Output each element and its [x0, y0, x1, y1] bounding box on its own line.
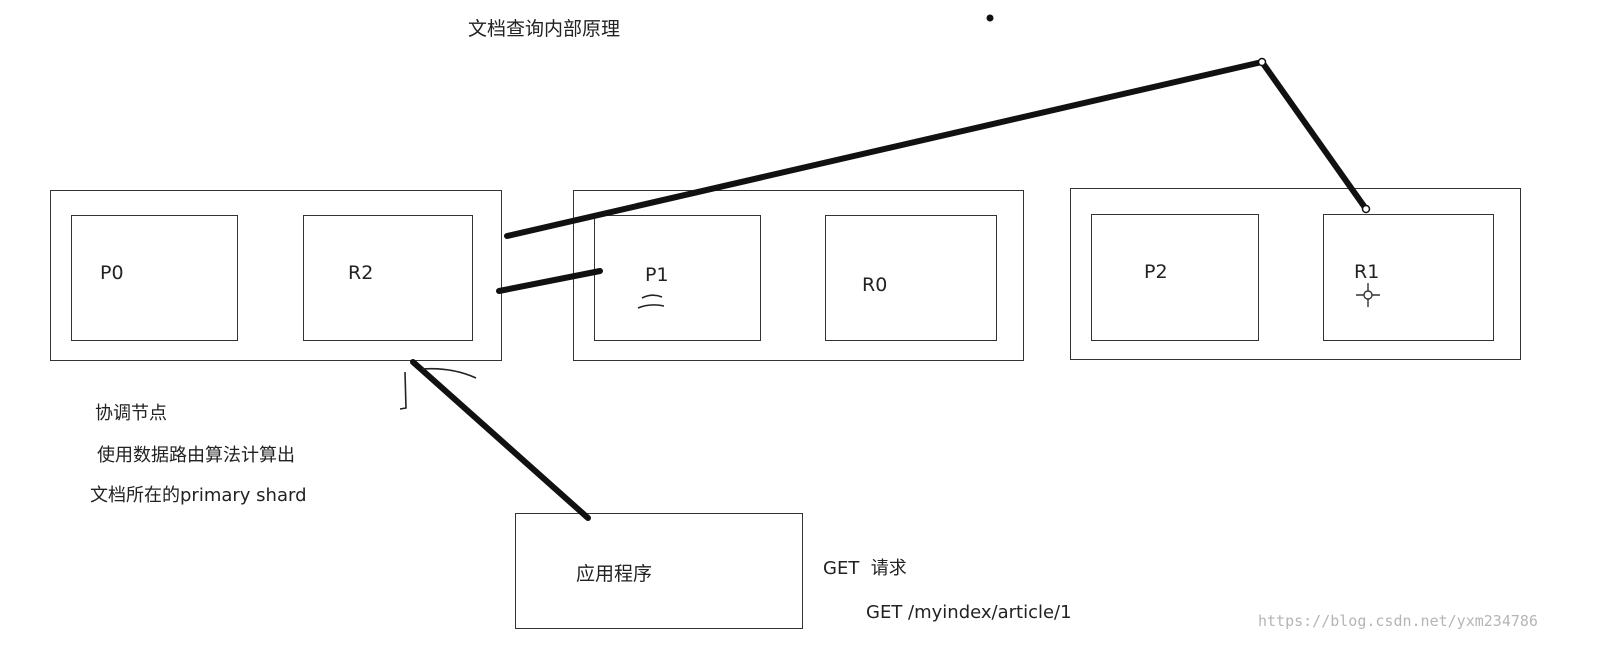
- joint-marker: [1257, 57, 1267, 67]
- request-path-label: GET /myindex/article/1: [866, 602, 1072, 623]
- hand-mark-bracket: [399, 371, 407, 410]
- coordinator-note-line1: 协调节点: [95, 403, 167, 424]
- stray-dot: [986, 14, 994, 22]
- arrow-app-to-coordinator: [410, 359, 591, 521]
- shard-r2: R2: [303, 215, 473, 341]
- request-method-label: GET 请求: [823, 558, 907, 579]
- es-node-1: P0 R2: [50, 190, 502, 361]
- es-node-3: P2 R1: [1070, 188, 1521, 360]
- es-node-2: P1 R0: [573, 190, 1024, 361]
- shard-p1: P1: [594, 215, 761, 341]
- shard-label-p1: P1: [645, 264, 669, 286]
- shard-label-r0: R0: [862, 274, 888, 296]
- shard-label-p2: P2: [1144, 261, 1168, 283]
- shard-label-r1: R1: [1354, 261, 1380, 283]
- shard-label-p0: P0: [100, 262, 124, 284]
- shard-p2: P2: [1091, 214, 1259, 341]
- application-box: 应用程序: [515, 513, 803, 629]
- shard-r0: R0: [825, 215, 997, 341]
- shard-label-r2: R2: [348, 262, 374, 284]
- shard-r1: R1: [1323, 214, 1494, 341]
- coordinator-note-line3: 文档所在的primary shard: [90, 485, 307, 506]
- watermark-text: https://blog.csdn.net/yxm234786: [1258, 612, 1538, 630]
- hand-mark-arc: [421, 367, 477, 379]
- application-label: 应用程序: [576, 563, 653, 585]
- diagram-title: 文档查询内部原理: [468, 18, 621, 40]
- shard-p0: P0: [71, 215, 238, 341]
- coordinator-note-line2: 使用数据路由算法计算出: [97, 445, 295, 466]
